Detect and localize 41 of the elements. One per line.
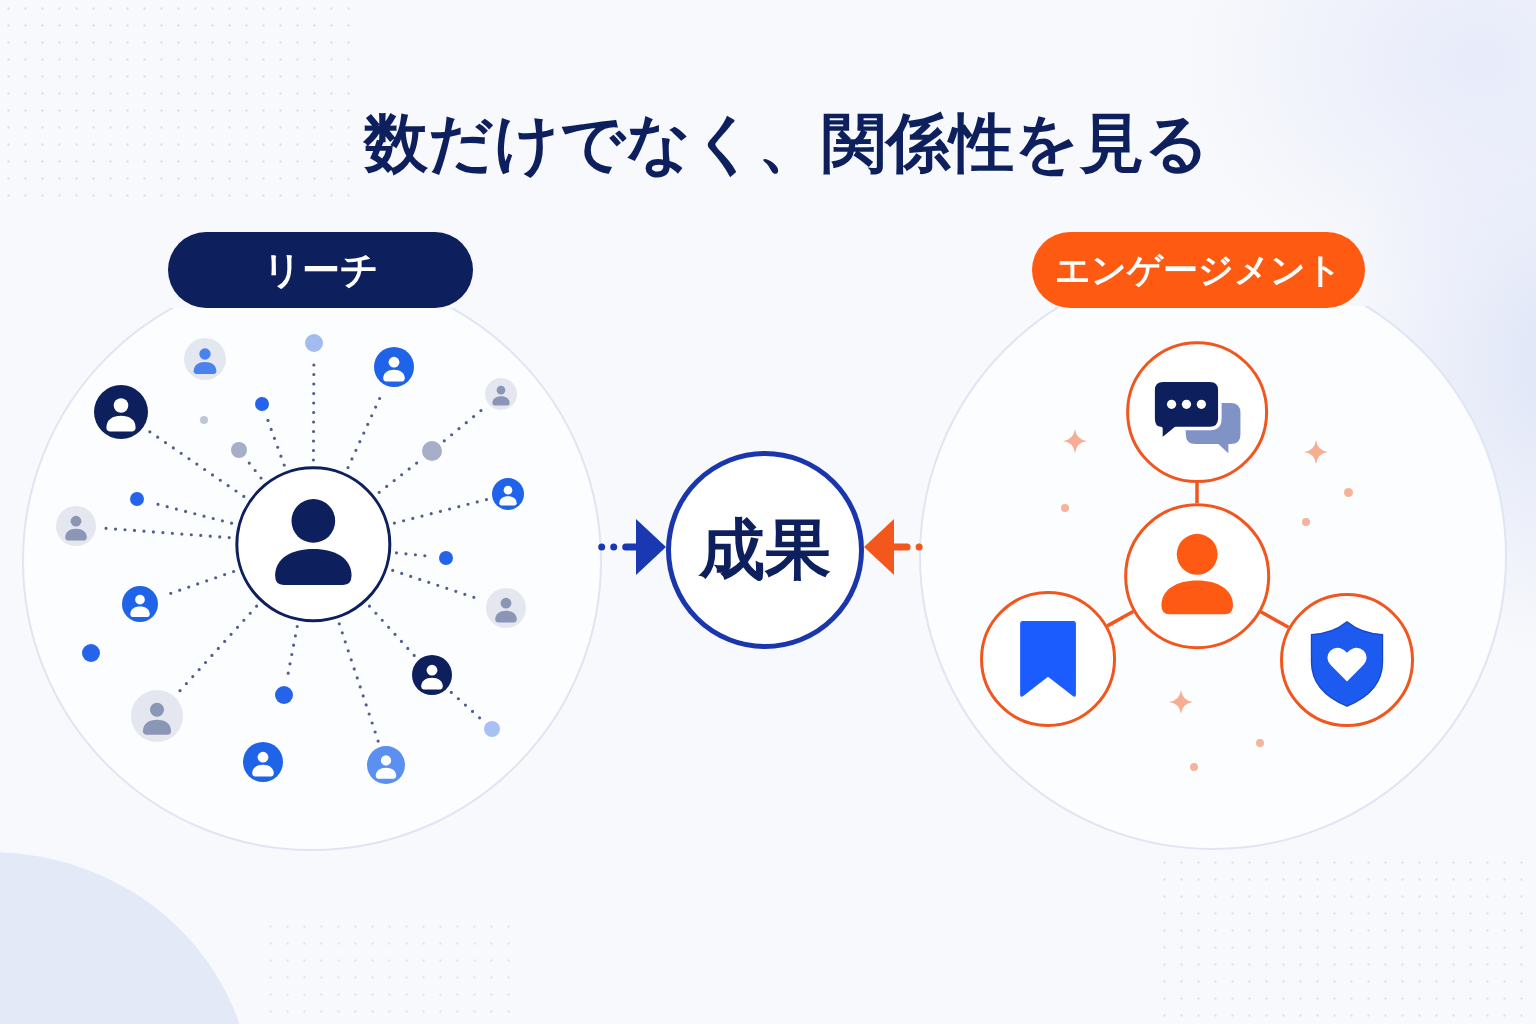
dotted-line bbox=[246, 459, 263, 480]
dot-icon bbox=[275, 686, 293, 704]
heading-pill: リーチ bbox=[168, 232, 473, 308]
user-icon bbox=[122, 586, 158, 622]
chat-icon bbox=[1123, 338, 1271, 486]
dotted-line bbox=[392, 497, 489, 525]
user-icon bbox=[184, 338, 226, 380]
dot-icon bbox=[422, 441, 442, 461]
user-icon bbox=[412, 655, 452, 695]
user-icon bbox=[56, 506, 96, 546]
dot-icon bbox=[484, 721, 500, 737]
heading-pill: エンゲージメント bbox=[1032, 232, 1365, 308]
connector-line bbox=[1259, 610, 1290, 629]
dot-icon bbox=[82, 644, 100, 662]
user-icon bbox=[1121, 500, 1273, 652]
title: 数だけでなく、関係性を見る bbox=[364, 105, 1210, 182]
connector-line bbox=[1195, 483, 1199, 503]
result-circle: 成果 bbox=[666, 451, 864, 649]
user-icon bbox=[485, 378, 517, 410]
user-icon bbox=[486, 588, 526, 628]
dot-icon bbox=[439, 551, 453, 565]
connector-line bbox=[1106, 609, 1135, 628]
bookmark-icon bbox=[977, 588, 1119, 730]
dotted-line bbox=[176, 604, 259, 694]
dot-icon bbox=[305, 334, 323, 352]
user-icon bbox=[232, 463, 394, 625]
dotted-line bbox=[377, 459, 421, 494]
dot-icon bbox=[200, 416, 208, 424]
user-icon bbox=[492, 478, 524, 510]
dotted-line bbox=[146, 429, 246, 498]
dotted-line bbox=[337, 622, 380, 743]
user-icon bbox=[374, 347, 414, 387]
user-icon bbox=[131, 690, 183, 742]
user-icon bbox=[94, 385, 148, 439]
dot-icon bbox=[130, 492, 144, 506]
user-icon bbox=[243, 742, 283, 782]
dotted-line bbox=[367, 604, 417, 658]
dot-icon bbox=[231, 442, 247, 458]
dot-icon bbox=[255, 397, 269, 411]
dotted-line bbox=[449, 690, 484, 722]
user-icon bbox=[367, 746, 405, 784]
